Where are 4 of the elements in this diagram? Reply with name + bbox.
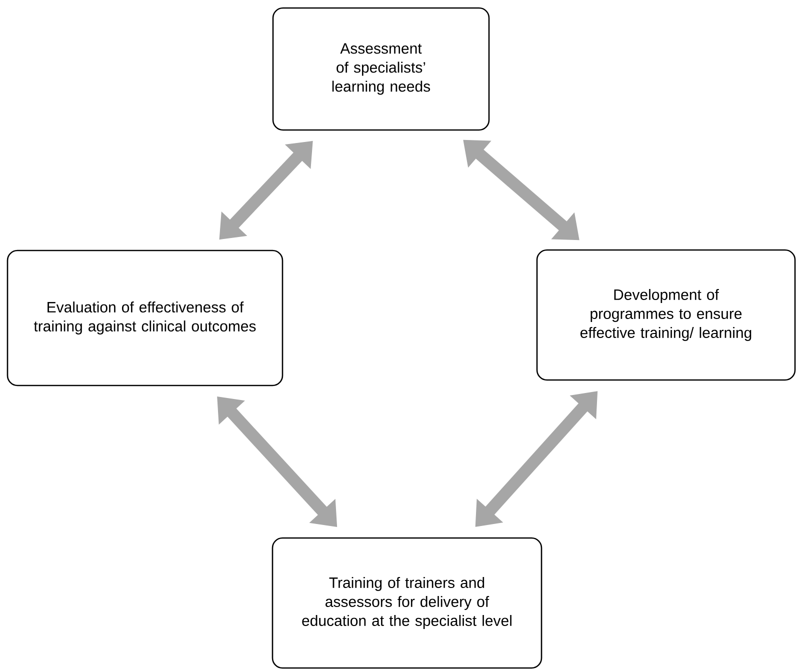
process-box: Assessment of specialists’ learning needs: [272, 7, 490, 131]
process-box: Training of trainers and assessors for delivery of education at the specialist level: [272, 537, 542, 669]
process-box: Development of programmes to ensure effective training/ learning: [536, 249, 796, 381]
process-box: Evaluation of effectiveness of training against clinical outcomes: [6, 250, 284, 386]
